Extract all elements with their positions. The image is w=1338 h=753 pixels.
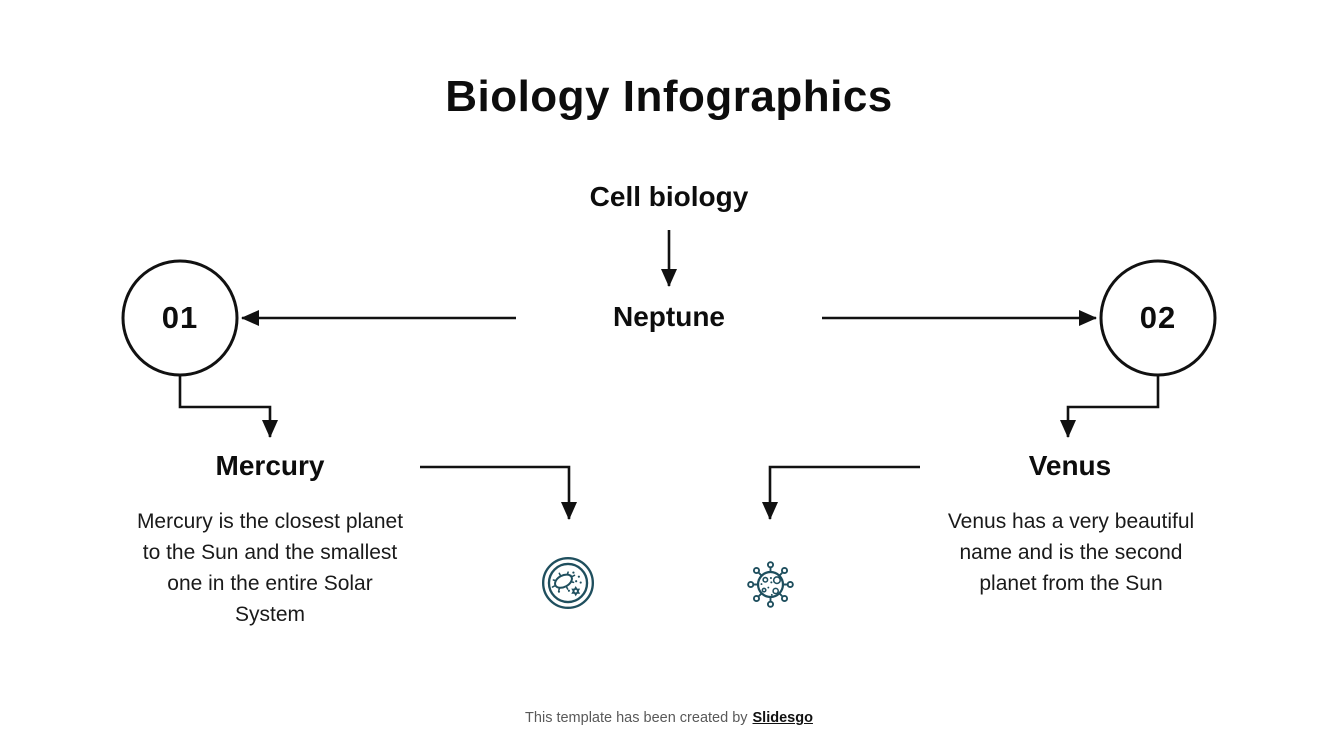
elbow-venus-to-virus-icon: [762, 465, 920, 520]
elbow-01-to-mercury: [178, 376, 278, 438]
branch-title-venus: Venus: [1028, 450, 1112, 481]
node-center-label: Neptune: [613, 301, 725, 332]
page-title: Biology Infographics: [445, 72, 893, 121]
node-circle-02: [1099, 259, 1217, 377]
branch-description-venus: Venus has a very beautiful name and is t…: [947, 510, 1195, 595]
branch-title-mercury: Mercury: [215, 450, 325, 481]
slidesgo-link[interactable]: Slidesgo: [752, 710, 813, 726]
footer-credit-text: This template has been created by: [525, 710, 748, 726]
node-number-01: 01: [161, 300, 199, 335]
node-circle-01: [121, 259, 239, 377]
virus-icon: [743, 557, 798, 612]
node-root-label: Cell biology: [589, 181, 749, 212]
petri-dish-icon: [539, 554, 597, 612]
elbow-mercury-to-petri-icon: [420, 465, 577, 520]
elbow-02-to-venus: [1060, 376, 1160, 438]
branch-description-mercury: Mercury is the closest planet to the Sun…: [136, 510, 404, 626]
node-number-02: 02: [1139, 300, 1177, 335]
